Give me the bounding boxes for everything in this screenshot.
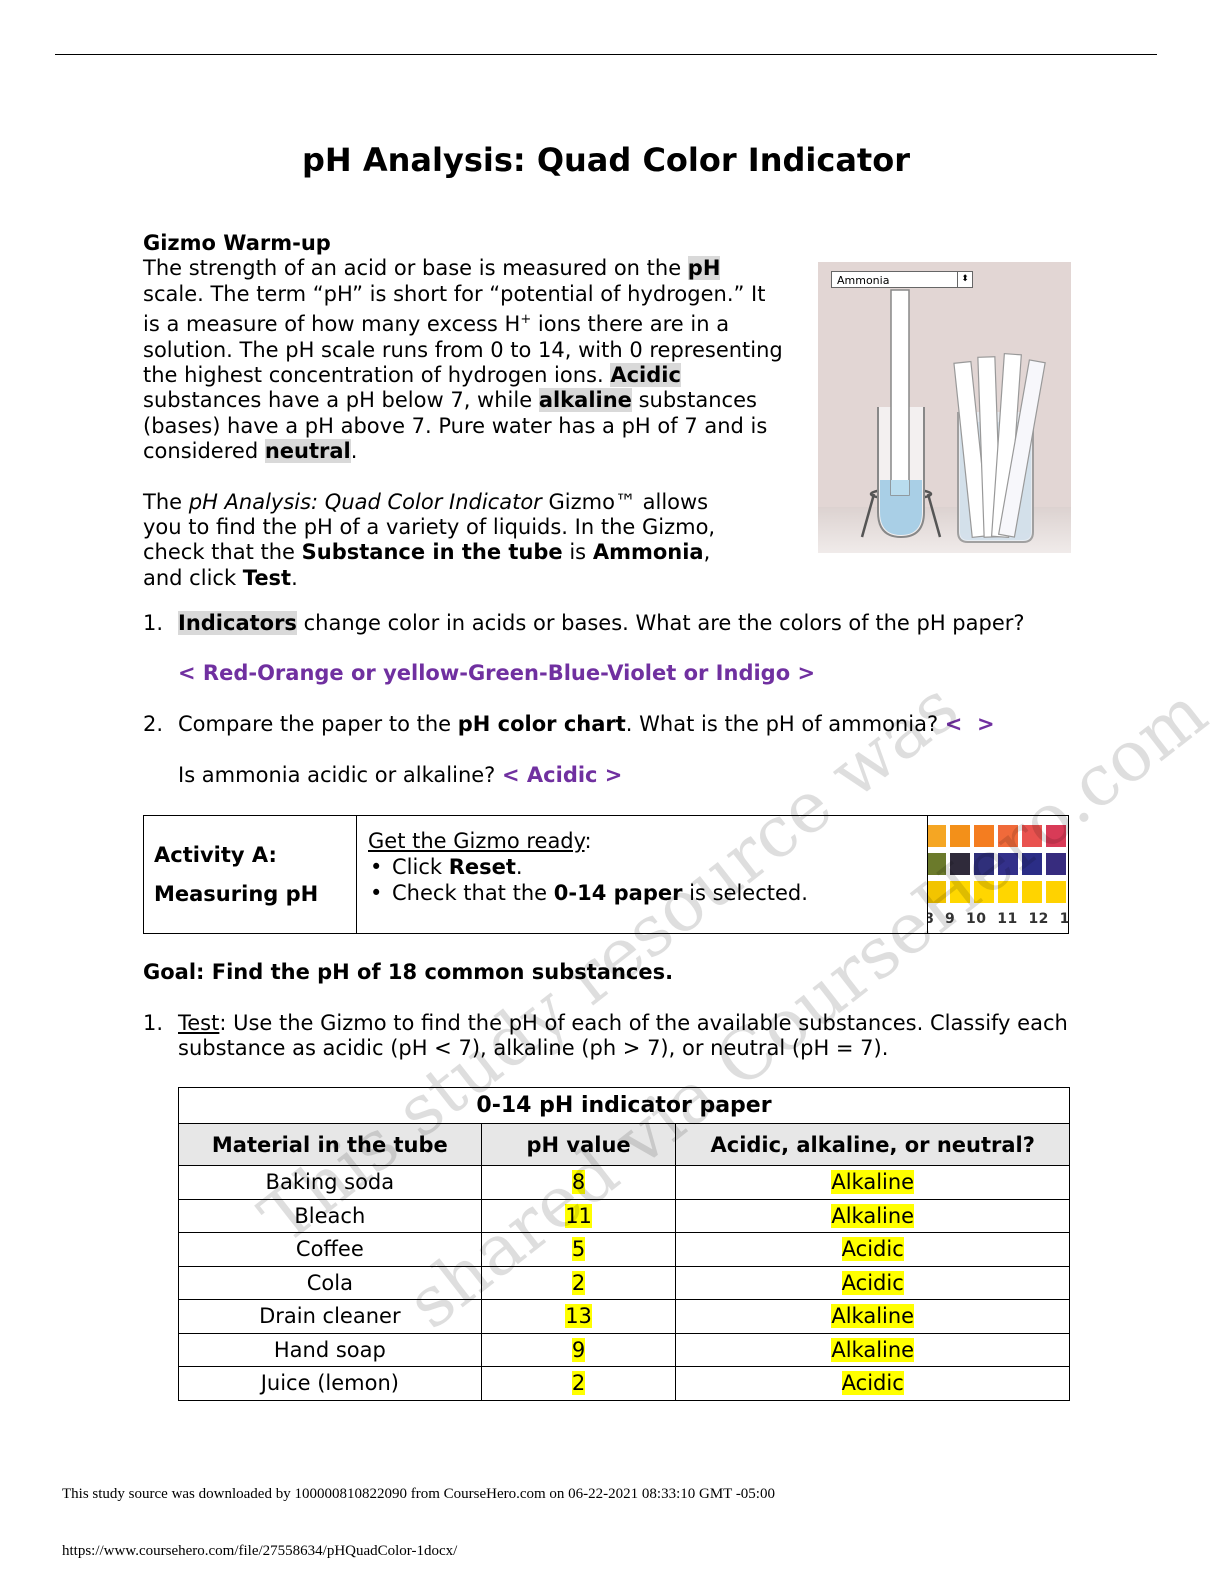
color-swatch [928, 881, 946, 903]
cell-classification: Acidic [675, 1366, 1070, 1401]
cell-classification: Alkaline [675, 1198, 1070, 1233]
bullet-reset: •Click Reset. [370, 855, 523, 880]
table-caption: 0-14 pH indicator paper [178, 1087, 1070, 1124]
question-2b: Is ammonia acidic or alkaline? < Acidic … [178, 763, 623, 787]
cell-material: Juice (lemon) [178, 1366, 482, 1401]
cell-material: Drain cleaner [178, 1299, 482, 1334]
goal-heading: Goal: Find the pH of 18 common substance… [143, 960, 674, 984]
color-swatch [1046, 881, 1066, 903]
color-swatch [974, 853, 994, 875]
color-swatch [1022, 825, 1042, 847]
question-2-answer-1: < > [944, 712, 995, 736]
footer-download-note: This study source was downloaded by 1000… [62, 1486, 775, 1502]
strip-wet-end [891, 480, 909, 495]
activity-table: Activity A: Measuring pH Get the Gizmo r… [143, 815, 1069, 934]
cell-material: Hand soap [178, 1332, 482, 1367]
dropdown-arrow-icon: ⬍ [957, 272, 972, 287]
question-2: Compare the paper to the pH color chart.… [178, 712, 995, 736]
cell-classification: Acidic [675, 1232, 1070, 1267]
cell-material: Baking soda [178, 1165, 482, 1200]
term-acidic: Acidic [610, 363, 681, 388]
term-alkaline: alkaline [538, 388, 632, 413]
color-swatch [1046, 825, 1066, 847]
question-2-answer-2: < Acidic > [502, 763, 623, 787]
question-2-number: 2. [143, 712, 164, 736]
beaker-strip-1 [953, 360, 990, 539]
color-swatch [974, 881, 994, 903]
color-swatch [950, 825, 970, 847]
activity-label-cell: Activity A: Measuring pH [144, 816, 357, 933]
activity-instructions: Get the Gizmo ready: •Click Reset. •Chec… [368, 829, 928, 906]
ph-paper-strip [890, 289, 910, 496]
cell-classification: Alkaline [675, 1299, 1070, 1334]
top-rule [55, 54, 1157, 55]
color-swatch [928, 825, 946, 847]
term-neutral: neutral [264, 439, 351, 464]
color-swatch [998, 881, 1018, 903]
color-swatch [928, 853, 946, 875]
color-swatch [1022, 853, 1042, 875]
color-chart-labels: 8 9 10 11 12 13 [927, 911, 1069, 927]
cell-ph-value: 8 [480, 1165, 677, 1200]
get-ready-heading: Get the Gizmo ready: [368, 829, 592, 853]
cell-classification: Acidic [675, 1265, 1070, 1300]
warmup-section: Gizmo Warm-up The strength of an acid or… [143, 231, 783, 591]
cell-ph-value: 2 [480, 1265, 677, 1300]
color-swatch [998, 853, 1018, 875]
gizmo-screenshot: Ammonia ⬍ [818, 262, 1071, 553]
table-header-row: Material in the tube pH value Acidic, al… [178, 1123, 1070, 1166]
substance-dropdown-value: Ammonia [837, 274, 890, 287]
color-swatch [950, 853, 970, 875]
stand-leg-left [860, 493, 876, 538]
cell-material: Cola [178, 1265, 482, 1300]
term-indicators: Indicators [178, 611, 297, 635]
ph-color-chart: 8 9 10 11 12 13 [927, 816, 1069, 933]
ph-results-table: 0-14 pH indicator paper Material in the … [178, 1087, 1070, 1401]
question-1: Indicators change color in acids or base… [178, 611, 1025, 635]
substance-dropdown[interactable]: Ammonia ⬍ [831, 271, 973, 288]
bullet-paper: •Check that the 0-14 paper is selected. [370, 880, 808, 905]
page-title: pH Analysis: Quad Color Indicator [302, 141, 910, 179]
stand-leg-right [926, 493, 942, 538]
gizmo-apparatus [860, 289, 1046, 543]
warmup-heading: Gizmo Warm-up [143, 231, 331, 255]
activity-sublabel: Measuring pH [154, 882, 319, 906]
question-1-answer: < Red-Orange or yellow-Green-Blue-Violet… [178, 661, 816, 685]
header-material: Material in the tube [178, 1123, 482, 1166]
footer-url[interactable]: https://www.coursehero.com/file/27558634… [62, 1543, 458, 1559]
color-swatch [974, 825, 994, 847]
cell-ph-value: 2 [480, 1366, 677, 1401]
warmup-paragraph-1: The strength of an acid or base is measu… [143, 256, 783, 464]
activity-label: Activity A: [154, 843, 277, 867]
color-swatch [998, 825, 1018, 847]
test-question-number: 1. [143, 1011, 164, 1035]
header-ph-value: pH value [480, 1123, 677, 1166]
cell-classification: Alkaline [675, 1165, 1070, 1200]
cell-classification: Alkaline [675, 1332, 1070, 1367]
cell-ph-value: 11 [480, 1198, 677, 1233]
header-classification: Acidic, alkaline, or neutral? [675, 1123, 1070, 1166]
term-ph: pH [687, 256, 721, 281]
color-swatch [950, 881, 970, 903]
test-question: Test: Use the Gizmo to find the pH of ea… [178, 1011, 1068, 1061]
beaker-strip-4 [997, 359, 1046, 538]
cell-ph-value: 5 [480, 1232, 677, 1267]
cell-ph-value: 9 [480, 1332, 677, 1367]
color-swatch [1046, 853, 1066, 875]
cell-ph-value: 13 [480, 1299, 677, 1334]
color-swatch [1022, 881, 1042, 903]
warmup-paragraph-2: The pH Analysis: Quad Color Indicator Gi… [143, 489, 716, 590]
question-1-number: 1. [143, 611, 164, 635]
